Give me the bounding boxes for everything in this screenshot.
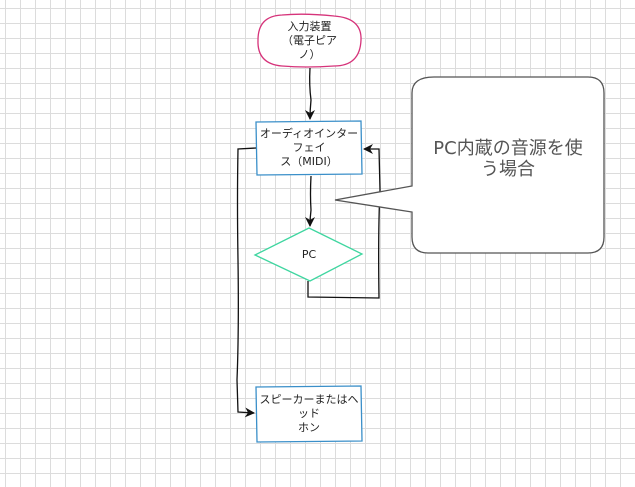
audio-interface-label: オーディオインターフェイ ス（MIDI） [259, 127, 359, 168]
connector-input-to-interface[interactable] [305, 67, 316, 120]
connector-interface-to-pc[interactable] [305, 175, 316, 227]
pc-decision-shape[interactable] [253, 227, 364, 282]
callout-text: PC内蔵の音源を使 う場合 [433, 138, 583, 180]
speaker-label: スピーカーまたはヘッド ホン [259, 393, 359, 434]
speaker-shape[interactable] [255, 385, 363, 443]
input-device-shape[interactable] [257, 13, 362, 68]
audio-interface-shape[interactable] [255, 120, 363, 176]
connector-interface-to-speaker[interactable] [236, 147, 257, 418]
connector-pc-loop-back[interactable] [307, 144, 381, 299]
pc-label: PC [301, 248, 317, 262]
callout-balloon[interactable] [334, 76, 605, 254]
input-device-label: 入力装置 （電子ピア ノ） [282, 20, 337, 61]
